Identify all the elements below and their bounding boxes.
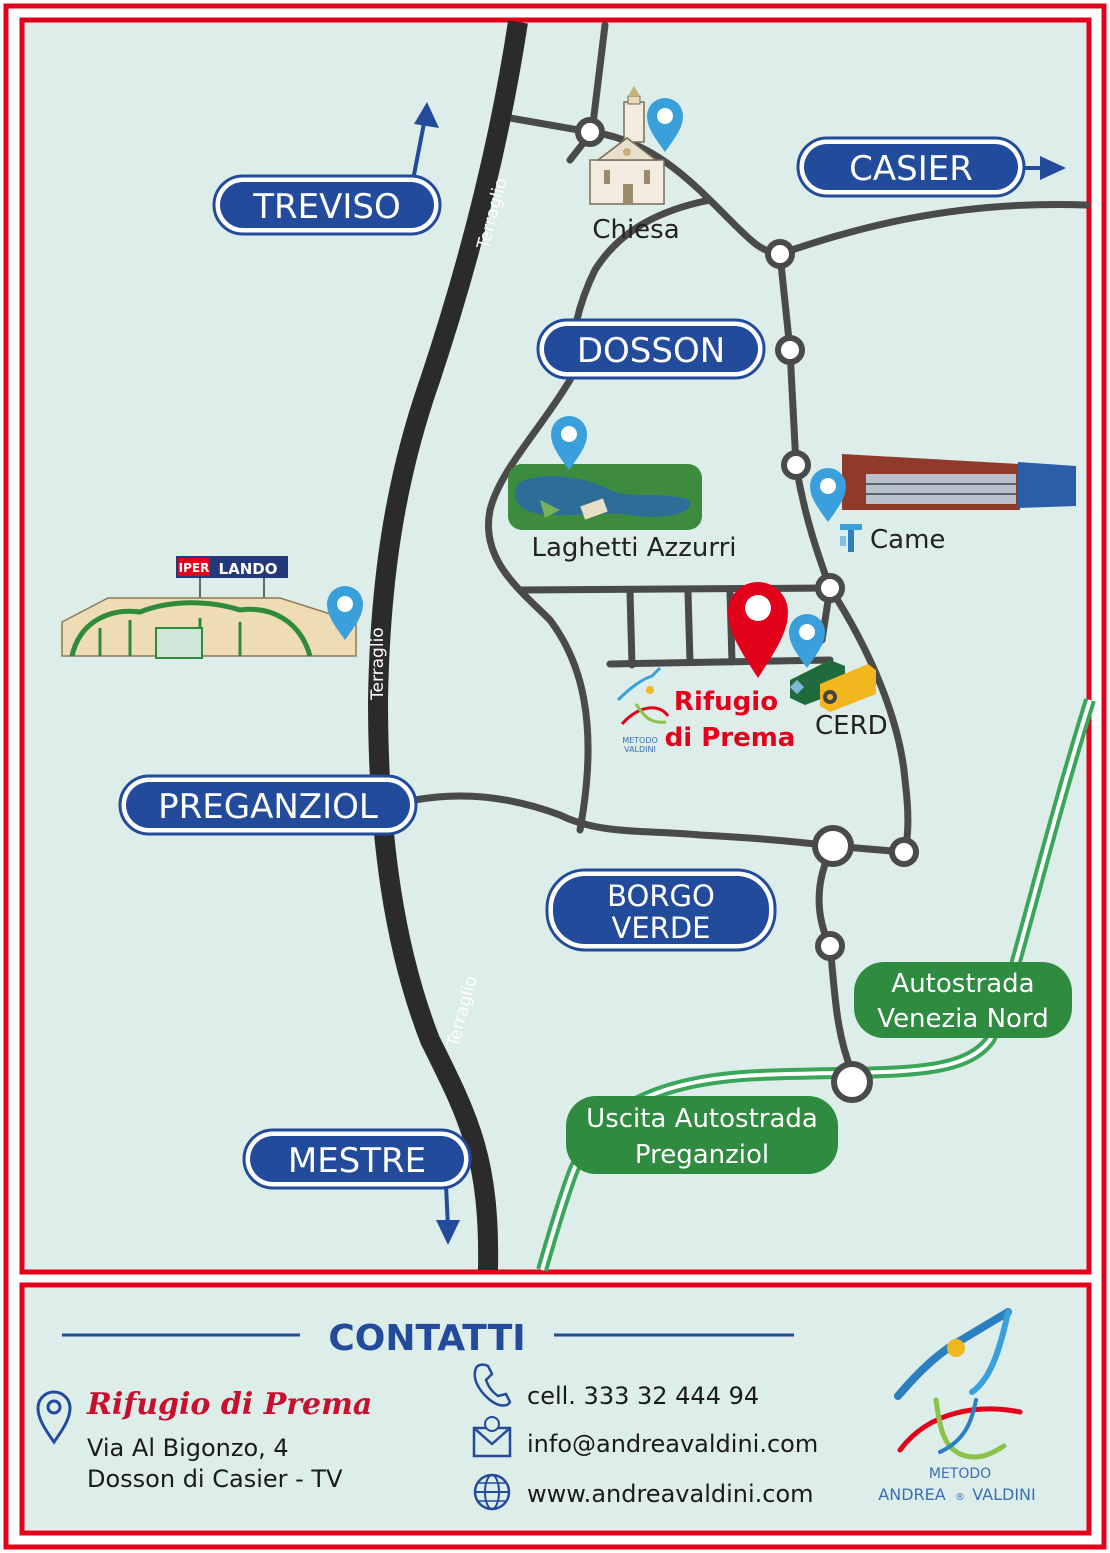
svg-text:METODO: METODO <box>929 1466 991 1482</box>
pill-casier: CASIER <box>796 136 1026 198</box>
contacts-web[interactable]: www.andreavaldini.com <box>527 1480 814 1508</box>
svg-text:LANDO: LANDO <box>219 560 278 578</box>
inner-frame-bottom <box>19 1282 1092 1536</box>
came-building-icon <box>842 454 1076 510</box>
svg-text:METODO: METODO <box>622 736 658 745</box>
svg-text:®: ® <box>955 1492 965 1503</box>
iperlando-building-icon: IPER LANDO <box>61 556 357 659</box>
label-cerd: CERD <box>815 711 888 741</box>
svg-text:Venezia Nord: Venezia Nord <box>877 1004 1048 1034</box>
svg-text:ANDREA: ANDREA <box>878 1485 945 1504</box>
pill-preganziol: PREGANZIOL <box>118 774 418 836</box>
svg-text:BORGO: BORGO <box>607 879 715 913</box>
contacts-name: Rifugio di Prema <box>86 1387 372 1422</box>
contacts-address-line2: Dosson di Casier - TV <box>87 1465 343 1493</box>
inner-frame-top <box>19 17 1092 1275</box>
svg-text:VALDINI: VALDINI <box>972 1485 1036 1504</box>
destination-label-line1: Rifugio <box>674 687 778 717</box>
svg-text:IPER: IPER <box>179 561 210 575</box>
svg-text:PREGANZIOL: PREGANZIOL <box>158 787 378 827</box>
church-icon <box>589 86 665 205</box>
destination-logo-small: METODO VALDINI <box>616 666 670 754</box>
contacts-address-line1: Via Al Bigonzo, 4 <box>87 1434 289 1462</box>
contacts-title: CONTATTI <box>328 1318 525 1359</box>
svg-text:VERDE: VERDE <box>612 911 711 945</box>
pill-uscita-preganziol: Uscita Autostrada Preganziol <box>566 1096 838 1174</box>
svg-text:VALDINI: VALDINI <box>624 745 656 754</box>
contacts-background <box>24 1288 1087 1530</box>
label-chiesa: Chiesa <box>592 215 679 245</box>
highway <box>536 698 1096 1272</box>
lakes-icon <box>508 464 702 530</box>
pill-dosson: DOSSON <box>536 318 766 380</box>
phone-icon <box>473 1363 512 1407</box>
svg-text:Autostrada: Autostrada <box>891 969 1034 999</box>
destination-pin-icon <box>728 582 788 678</box>
contacts-phone[interactable]: cell. 333 32 444 94 <box>527 1382 759 1410</box>
destination-label-line2: di Prema <box>665 723 796 753</box>
location-pin-icon <box>36 1390 72 1445</box>
pill-mestre: MESTRE <box>242 1128 472 1190</box>
outer-frame <box>3 3 1107 1550</box>
label-laghetti: Laghetti Azzurri <box>532 533 737 563</box>
terraglio-label-mid: Terraglio <box>368 627 388 701</box>
email-icon <box>472 1416 512 1458</box>
arrow-treviso-icon <box>411 102 439 181</box>
arrow-mestre-icon <box>436 1184 460 1245</box>
svg-text:DOSSON: DOSSON <box>577 331 725 371</box>
label-came: Came <box>870 525 945 555</box>
pill-treviso: TREVISO <box>212 174 442 236</box>
svg-text:MESTRE: MESTRE <box>288 1141 426 1181</box>
contacts-email[interactable]: info@andreavaldini.com <box>527 1430 818 1458</box>
svg-text:TREVISO: TREVISO <box>252 187 401 227</box>
terraglio-road <box>367 20 528 1271</box>
globe-icon <box>473 1473 511 1511</box>
svg-text:Preganziol: Preganziol <box>635 1140 769 1170</box>
metodo-logo-icon: METODO ANDREA ® VALDINI <box>878 1308 1036 1504</box>
svg-text:CASIER: CASIER <box>849 149 973 189</box>
cerd-icon <box>789 660 876 712</box>
pill-autostrada-venezia-nord: Autostrada Venezia Nord <box>854 962 1072 1038</box>
came-logo-icon <box>840 524 862 552</box>
pill-borgo-verde: BORGO VERDE <box>545 868 777 952</box>
svg-text:Uscita Autostrada: Uscita Autostrada <box>586 1104 818 1134</box>
